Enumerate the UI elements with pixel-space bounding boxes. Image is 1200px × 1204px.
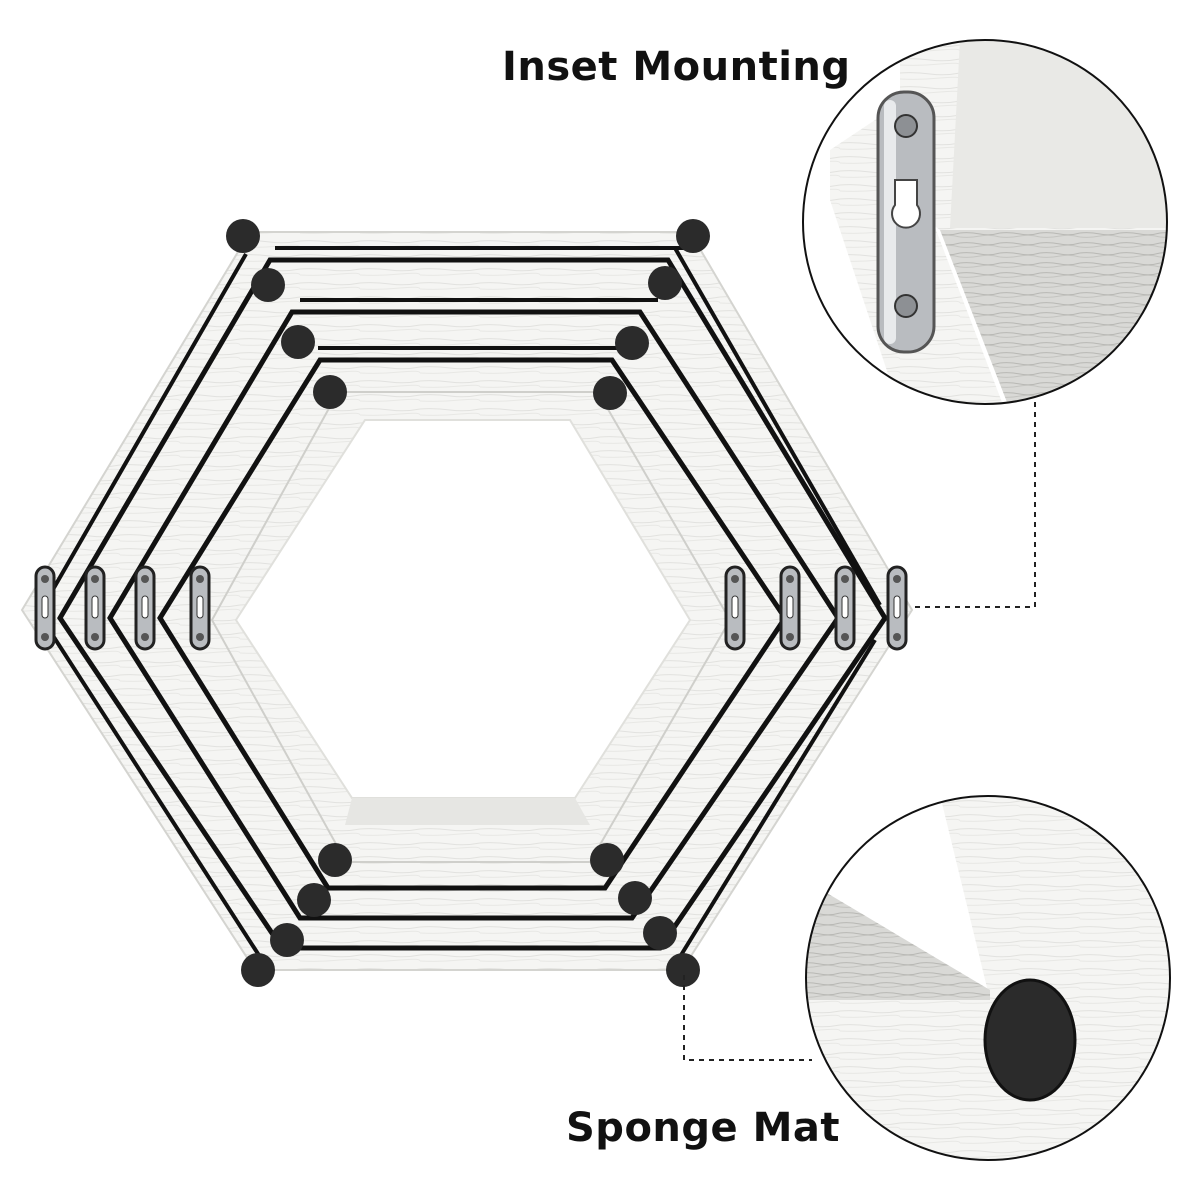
keyhole-bracket-zoom	[876, 90, 936, 354]
keyhole-bracket-icon	[84, 565, 106, 651]
sponge-mat-label: Sponge Mat	[566, 1105, 841, 1151]
callout-connectors	[683, 395, 1036, 1061]
keyhole-bracket-icon	[724, 565, 746, 651]
inset-mounting-label: Inset Mounting	[502, 44, 851, 90]
keyhole-bracket-icon	[834, 565, 856, 651]
sponge-pads	[226, 219, 710, 987]
keyhole-bracket-icon	[189, 565, 211, 651]
sponge-mat-zoom	[805, 795, 1171, 1161]
keyhole-bracket-icon	[886, 565, 908, 651]
keyhole-bracket-icon	[779, 565, 801, 651]
inset-mounting-zoom	[802, 39, 1168, 405]
shelf-edge-lines	[38, 246, 882, 962]
mounting-brackets	[34, 565, 908, 651]
keyhole-bracket-icon	[34, 565, 56, 651]
keyhole-bracket-icon	[134, 565, 156, 651]
